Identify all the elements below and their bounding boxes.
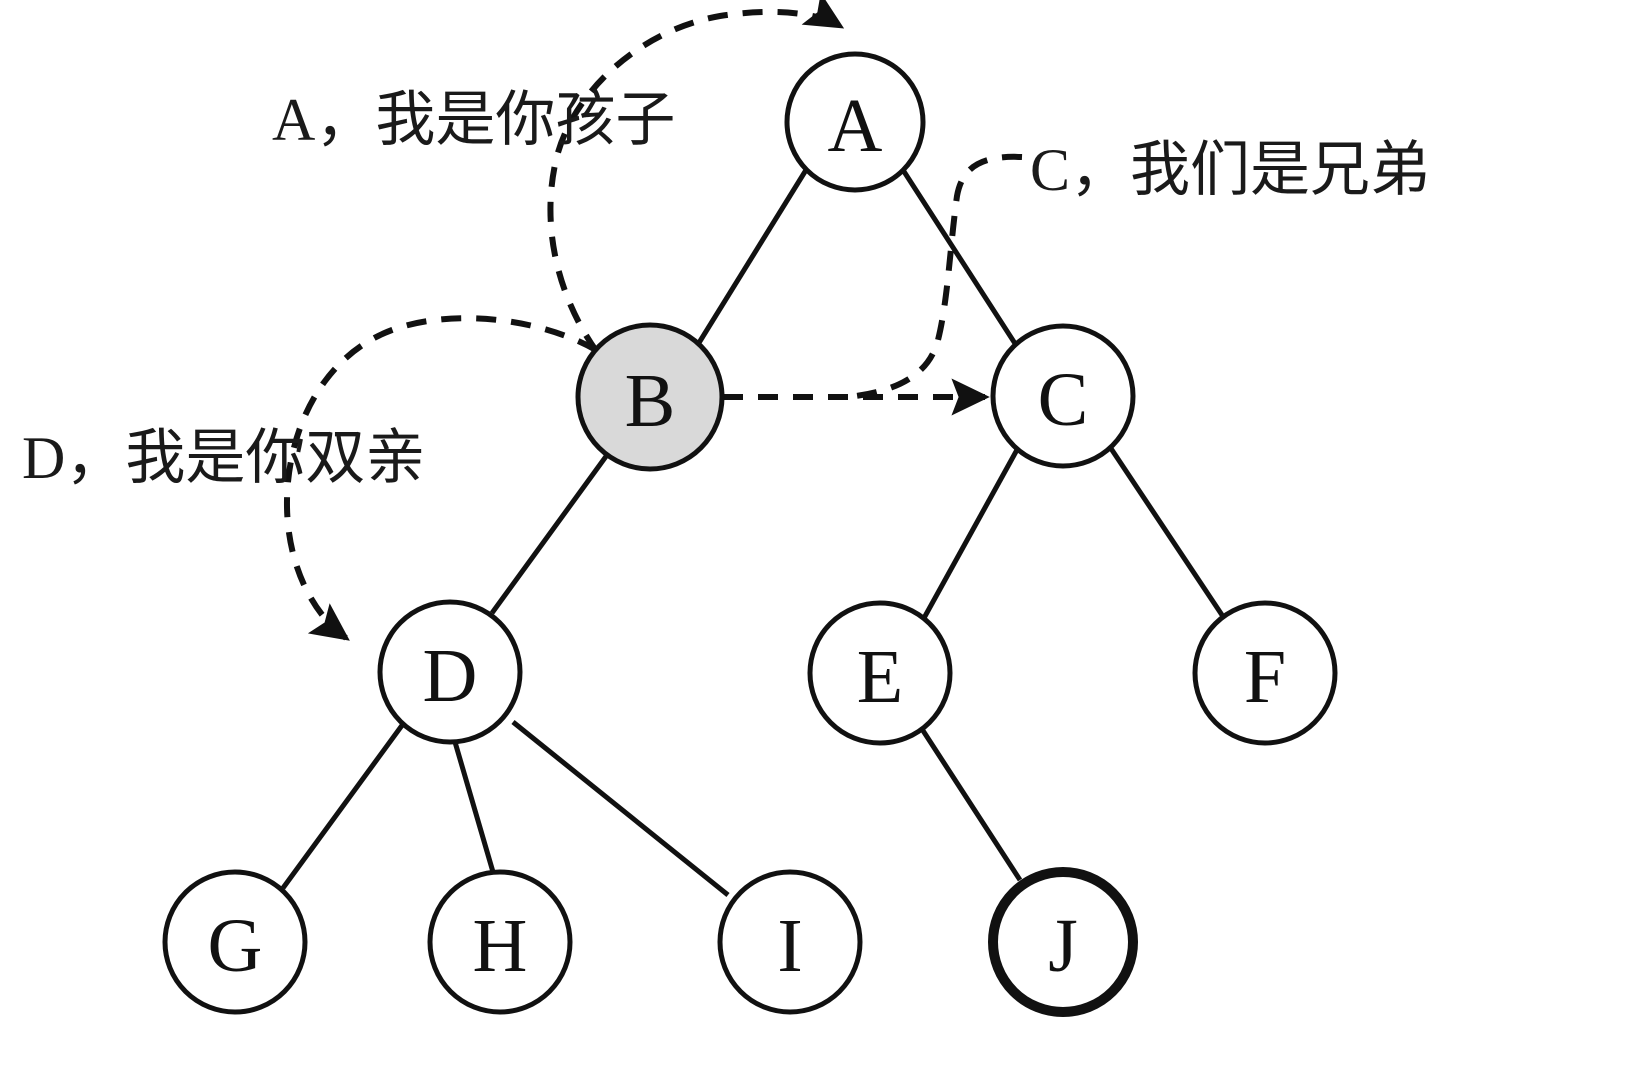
node-d[interactable]: D — [377, 599, 523, 745]
node-c-circle[interactable] — [990, 323, 1136, 469]
connector-label-c — [847, 153, 1023, 400]
node-a[interactable]: A — [784, 51, 926, 193]
node-d-label: D — [423, 634, 478, 718]
node-j-circle[interactable] — [988, 867, 1138, 1017]
edge-c-e — [921, 446, 1021, 620]
node-a-circle[interactable] — [784, 51, 926, 193]
tree-nodes: A B C D E F — [162, 51, 1338, 1017]
node-g[interactable]: G — [162, 869, 308, 1015]
annotation-child-of-a: A，我是你孩子 — [272, 87, 675, 153]
edge-a-c — [900, 168, 1019, 347]
edge-a-b — [694, 168, 809, 348]
node-i-label: I — [777, 904, 802, 988]
annotation-sibling-of-c: C，我们是兄弟 — [1030, 137, 1430, 203]
node-g-label: G — [208, 904, 263, 988]
node-e-circle[interactable] — [807, 600, 953, 746]
node-b[interactable]: B — [575, 322, 725, 472]
node-e-label: E — [857, 635, 903, 719]
node-j-label: J — [1048, 904, 1078, 988]
edge-e-j — [917, 724, 1023, 882]
tree-edges — [280, 168, 1227, 897]
node-b-label: B — [625, 359, 676, 443]
edge-d-g — [280, 722, 406, 890]
edge-d-i — [511, 720, 730, 897]
connector-b-to-d — [283, 315, 598, 641]
annotation-labels: A，我是你孩子 C，我们是兄弟 D，我是你双亲 — [22, 87, 1430, 491]
edge-b-d — [489, 453, 610, 615]
connector-b-to-a — [547, 0, 845, 354]
node-h-circle[interactable] — [427, 869, 573, 1015]
node-d-circle[interactable] — [377, 599, 523, 745]
node-i[interactable]: I — [717, 869, 863, 1015]
node-f-label: F — [1244, 635, 1286, 719]
annotation-connectors — [283, 0, 1023, 641]
node-c-label: C — [1038, 358, 1089, 442]
node-h[interactable]: H — [427, 869, 573, 1015]
node-f-circle[interactable] — [1192, 600, 1338, 746]
node-c[interactable]: C — [990, 323, 1136, 469]
node-g-circle[interactable] — [162, 869, 308, 1015]
annotation-parent-of-d: D，我是你双亲 — [22, 425, 425, 491]
node-a-label: A — [828, 84, 883, 168]
node-f[interactable]: F — [1192, 600, 1338, 746]
node-b-circle[interactable] — [575, 322, 725, 472]
node-i-circle[interactable] — [717, 869, 863, 1015]
edge-c-f — [1107, 445, 1227, 620]
node-e[interactable]: E — [807, 600, 953, 746]
edge-d-h — [452, 741, 496, 873]
node-j[interactable]: J — [988, 867, 1138, 1017]
node-h-label: H — [473, 904, 528, 988]
